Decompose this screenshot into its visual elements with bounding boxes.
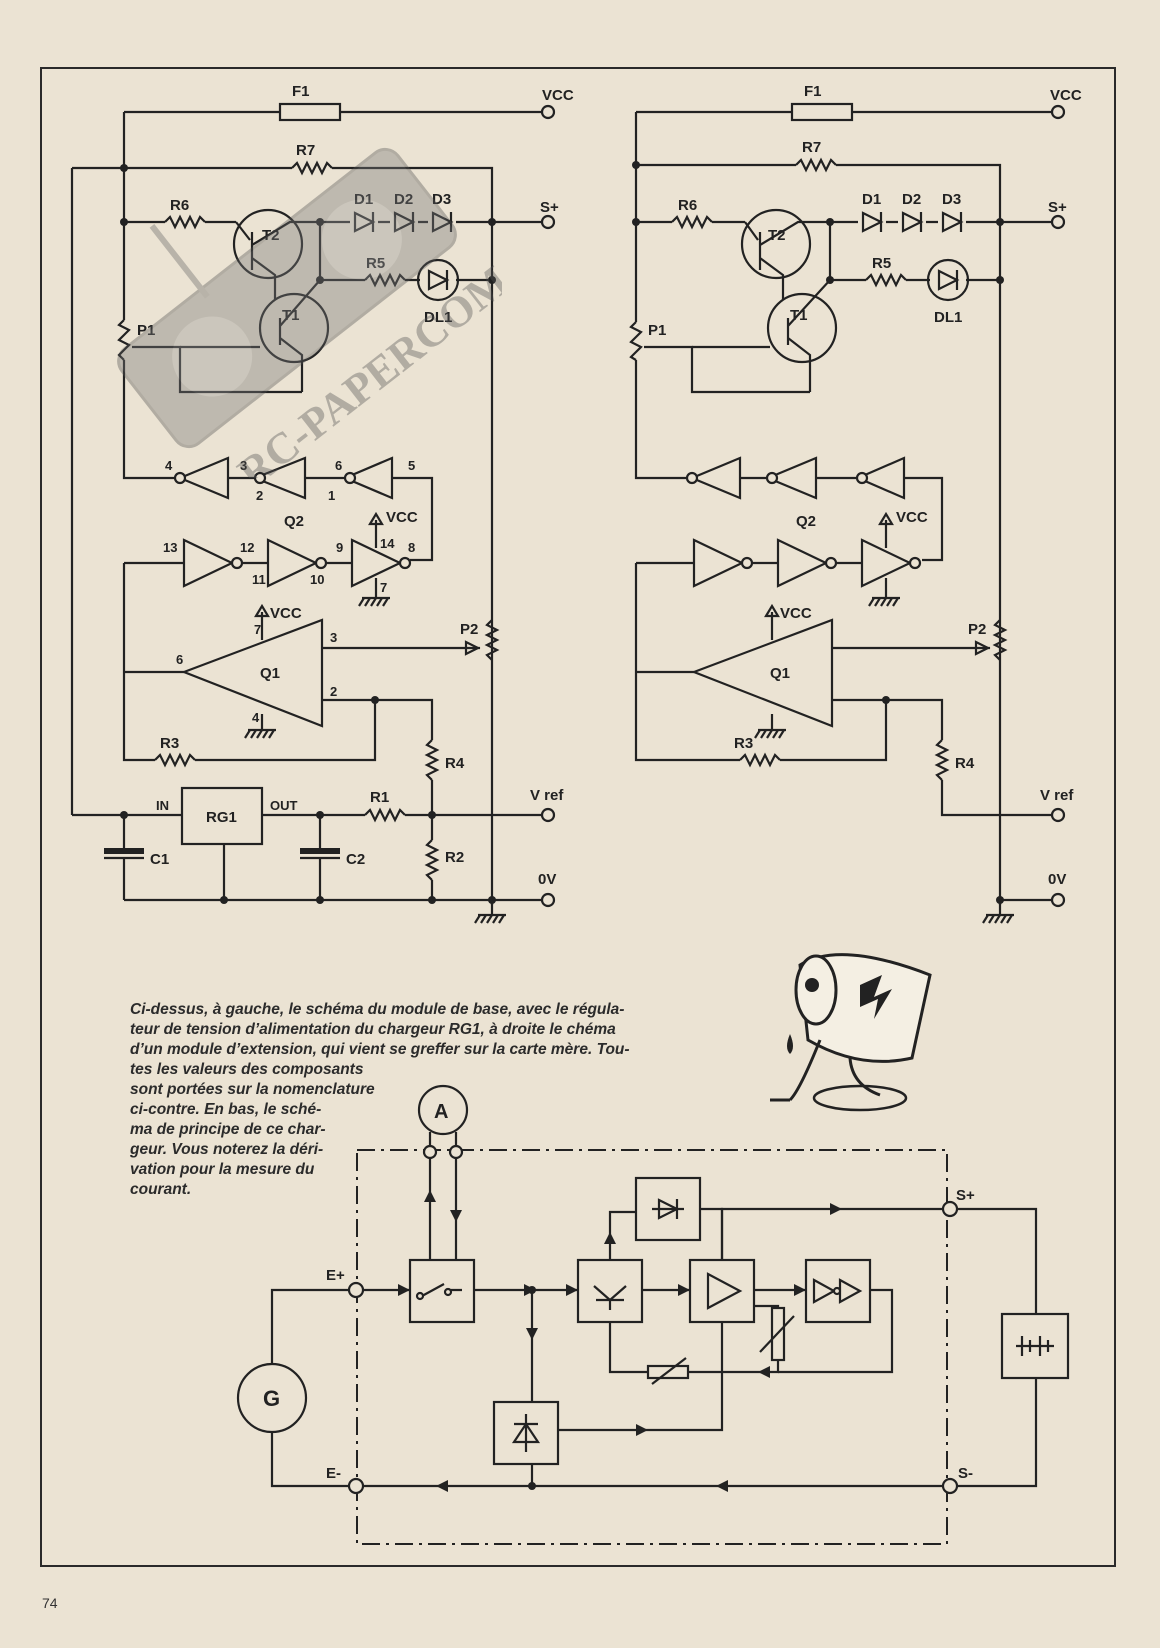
- d3-label: D3: [942, 191, 961, 208]
- d3-label: D3: [432, 191, 451, 208]
- r3-label: R3: [160, 735, 179, 752]
- caption-line: d’un module d’extension, qui vient se gr…: [130, 1041, 630, 1058]
- v-ref-label: V ref: [530, 787, 564, 804]
- pin-label: 7: [380, 580, 387, 595]
- pin-label: 12: [240, 540, 254, 555]
- pin-label: 6: [335, 458, 342, 473]
- pin-label: 7: [254, 622, 261, 637]
- f1-label: F1: [292, 83, 310, 100]
- q1-label: Q1: [260, 665, 280, 682]
- t2-label: T2: [262, 227, 280, 244]
- r7-label: R7: [296, 142, 315, 159]
- r6-label: R6: [170, 197, 189, 214]
- page-number: 74: [42, 1595, 58, 1611]
- pin-label: 1: [328, 488, 335, 503]
- pin-label: 2: [330, 684, 337, 699]
- r6-label: R6: [678, 197, 697, 214]
- vcc-label: VCC: [1050, 87, 1082, 104]
- generator-label: G: [263, 1386, 280, 1411]
- r7-label: R7: [802, 139, 821, 156]
- pin-label: 9: [336, 540, 343, 555]
- caption-line: tes les valeurs des composants: [130, 1061, 364, 1078]
- pin-label: 13: [163, 540, 177, 555]
- dl1-label: DL1: [934, 309, 962, 326]
- rg1-label: RG1: [206, 809, 237, 826]
- right-schematic: F1 VCC R7 R6 T2 D1 D2 D3 S+ R5 DL1 T1: [629, 83, 1082, 925]
- caption-line: geur. Vous noterez la déri-: [130, 1141, 324, 1158]
- q2-label: Q2: [796, 513, 816, 530]
- d1-label: D1: [862, 191, 881, 208]
- vcc-q1-label: VCC: [780, 605, 812, 622]
- s-minus-label: S-: [958, 1465, 973, 1482]
- battery-cartoon-image: [770, 953, 932, 1112]
- zero-v-label: 0V: [1048, 871, 1066, 888]
- p2-label: P2: [460, 621, 478, 638]
- left-schematic: F1 VCC R7 R6 T2 D1 D2 D3 S+: [70, 83, 574, 925]
- zero-v-label: 0V: [538, 871, 556, 888]
- d2-label: D2: [902, 191, 921, 208]
- t2-label: T2: [768, 227, 786, 244]
- pin-label: 10: [310, 572, 324, 587]
- r5-label: R5: [366, 255, 385, 272]
- q1-label: Q1: [770, 665, 790, 682]
- caption-line: vation pour la mesure du: [130, 1161, 315, 1178]
- vcc-q2-label: VCC: [896, 509, 928, 526]
- p2-label: P2: [968, 621, 986, 638]
- caption-line: ci-contre. En bas, le sché-: [130, 1101, 322, 1118]
- pin-label: 5: [408, 458, 415, 473]
- v-ref-label: V ref: [1040, 787, 1074, 804]
- pin-label: 14: [380, 536, 395, 551]
- pin-label: 3: [240, 458, 247, 473]
- t1-label: T1: [282, 307, 300, 324]
- c2-label: C2: [346, 851, 365, 868]
- d1-label: D1: [354, 191, 373, 208]
- vcc-q2-label: VCC: [386, 509, 418, 526]
- q2-label: Q2: [284, 513, 304, 530]
- page-border: [40, 67, 1116, 1567]
- caption-line: Ci-dessus, à gauche, le schéma du module…: [130, 1001, 625, 1018]
- caption-line: courant.: [130, 1181, 192, 1198]
- pin-label: 6: [176, 652, 183, 667]
- pin-label: 8: [408, 540, 415, 555]
- f1-label: F1: [804, 83, 822, 100]
- ammeter-label: A: [434, 1101, 448, 1123]
- e-minus-label: E-: [326, 1465, 341, 1482]
- r5-label: R5: [872, 255, 891, 272]
- pin-label: 11: [252, 572, 266, 587]
- pin-label: 4: [165, 458, 173, 473]
- t1-label: T1: [790, 307, 808, 324]
- s-plus-label: S+: [956, 1187, 975, 1204]
- d2-label: D2: [394, 191, 413, 208]
- r1-label: R1: [370, 789, 389, 806]
- dl1-label: DL1: [424, 309, 452, 326]
- s-plus-label: S+: [540, 199, 559, 216]
- e-plus-label: E+: [326, 1267, 345, 1284]
- vcc-q1-label: VCC: [270, 605, 302, 622]
- caption-line: sont portées sur la nomenclature: [130, 1081, 375, 1098]
- p1-label: P1: [648, 322, 666, 339]
- pin-label: 2: [256, 488, 263, 503]
- block-diagram: A G E+ E-: [236, 1084, 1070, 1545]
- out-label: OUT: [270, 798, 298, 813]
- r4-label: R4: [955, 755, 975, 772]
- rc-papercom-watermark: RC-PAPERCOM: [117, 147, 502, 478]
- r4-label: R4: [445, 755, 465, 772]
- pin-label: 3: [330, 630, 337, 645]
- vcc-label: VCC: [542, 87, 574, 104]
- p1-label: P1: [137, 322, 155, 339]
- caption-line: ma de principe de ce char-: [130, 1121, 326, 1138]
- s-plus-label: S+: [1048, 199, 1067, 216]
- r2-label: R2: [445, 849, 464, 866]
- caption-line: teur de tension d’alimentation du charge…: [130, 1021, 616, 1038]
- r3-label: R3: [734, 735, 753, 752]
- in-label: IN: [156, 798, 169, 813]
- pin-label: 4: [252, 710, 260, 725]
- c1-label: C1: [150, 851, 169, 868]
